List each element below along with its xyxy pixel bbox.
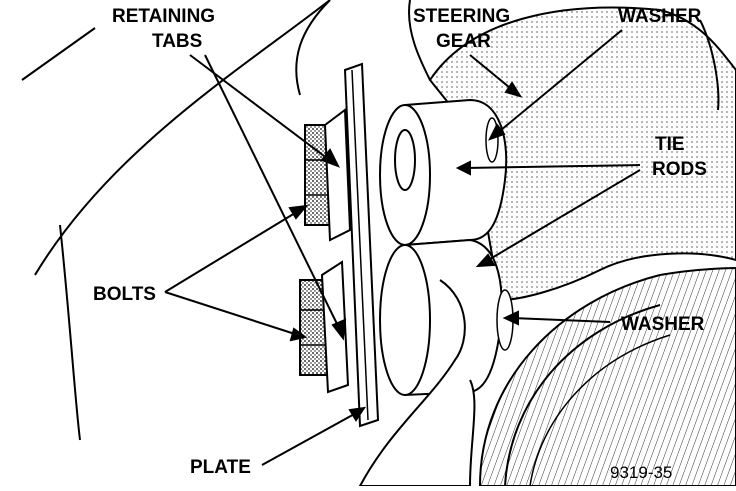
steering-gear-label-line1: STEERING	[413, 6, 510, 27]
bolts-label: BOLTS	[93, 284, 156, 305]
plate	[343, 62, 380, 428]
lower-tie-rod	[358, 238, 514, 487]
leader-lines	[164, 29, 641, 466]
washer-bottom-label: WASHER	[621, 314, 705, 335]
figure-code: 9319-35	[610, 463, 672, 482]
drum-assembly	[478, 266, 736, 487]
background-lines	[21, 0, 331, 441]
upper-tie-rod	[379, 98, 508, 247]
washer-top-label: WASHER	[618, 6, 702, 27]
retaining-tabs-label-line1: RETAINING	[112, 6, 215, 27]
plate-label: PLATE	[190, 457, 251, 478]
steering-gear-label-line2: GEAR	[436, 31, 491, 52]
tie-rods-label-line2: RODS	[652, 159, 707, 180]
retaining-tabs-label-line2: TABS	[152, 31, 202, 52]
tie-rods-label-line1: TIE	[655, 134, 685, 155]
upper-bolt	[304, 108, 352, 242]
